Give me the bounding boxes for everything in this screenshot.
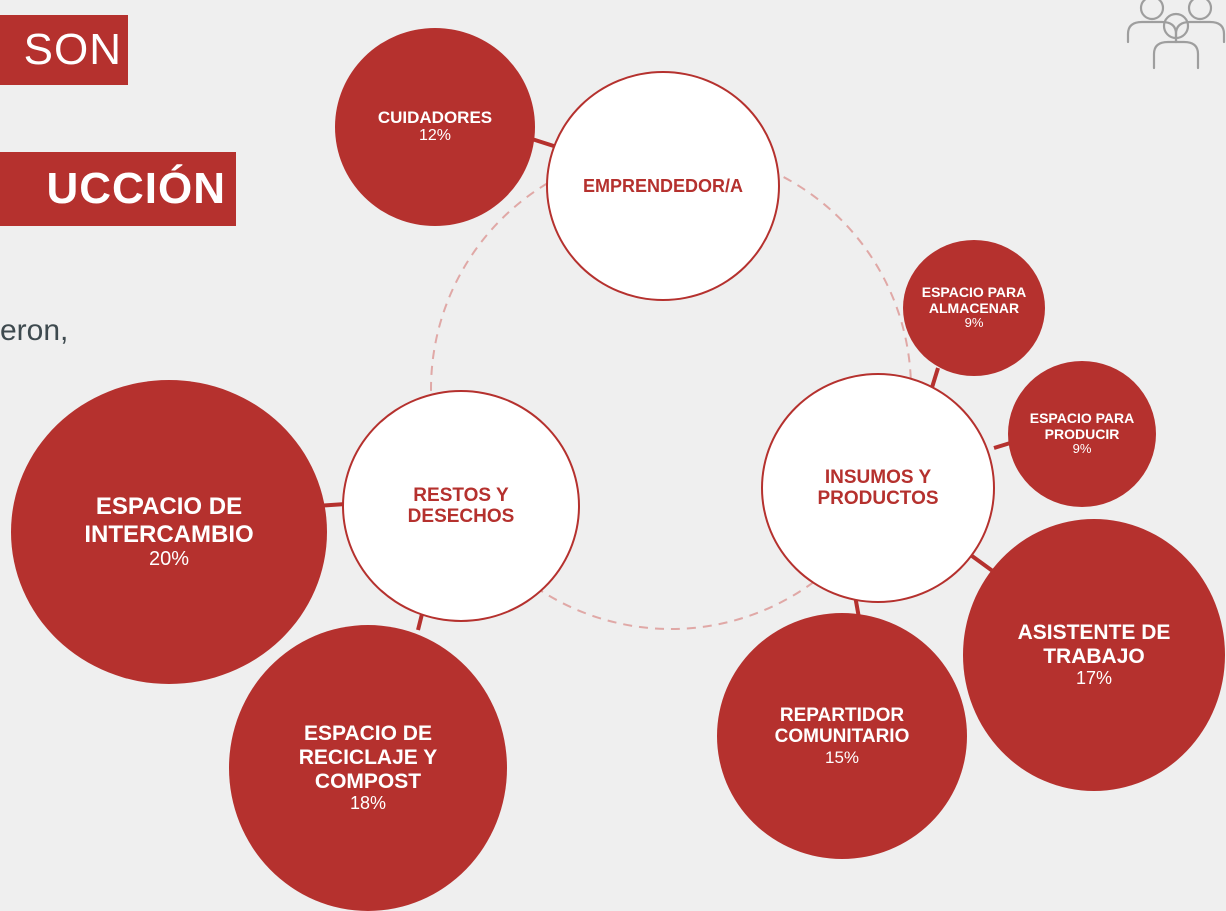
hub-insumos: INSUMOS Y PRODUCTOS <box>761 373 995 603</box>
role-intercambio: ESPACIO DE INTERCAMBIO 20% <box>11 380 327 684</box>
role-cuidadores: CUIDADORES 12% <box>335 28 535 226</box>
role-percent: 17% <box>1075 668 1113 689</box>
role-producir: ESPACIO PARA PRODUCIR 9% <box>1008 361 1156 507</box>
role-label: CUIDADORES <box>377 108 493 128</box>
role-percent: 9% <box>1072 441 1092 457</box>
role-label: REPARTIDOR COMUNITARIO <box>774 704 910 748</box>
role-repartidor: REPARTIDOR COMUNITARIO 15% <box>717 613 967 859</box>
role-percent: 9% <box>964 315 984 331</box>
role-asistente: ASISTENTE DE TRABAJO 17% <box>963 519 1225 791</box>
role-percent: 20% <box>148 547 190 570</box>
role-percent: 15% <box>824 747 860 767</box>
section-title: UCCIÓN <box>0 152 236 226</box>
role-label: ASISTENTE DE TRABAJO <box>1017 620 1171 668</box>
hub-label: INSUMOS Y PRODUCTOS <box>817 466 939 509</box>
role-percent: 12% <box>418 127 452 145</box>
role-label: ESPACIO PARA ALMACENAR <box>921 283 1027 316</box>
role-percent: 18% <box>349 793 387 814</box>
hub-label: RESTOS Y DESECHOS <box>407 484 515 527</box>
role-almacenar: ESPACIO PARA ALMACENAR 9% <box>903 240 1045 376</box>
hub-emprendedor: EMPRENDEDOR/A <box>546 71 780 301</box>
hub-restos: RESTOS Y DESECHOS <box>342 390 580 622</box>
role-label: ESPACIO PARA PRODUCIR <box>1029 409 1135 442</box>
section-tag: SON <box>0 15 128 85</box>
people-group-icon <box>1126 0 1226 70</box>
role-label: ESPACIO DE INTERCAMBIO <box>84 493 254 548</box>
role-label: ESPACIO DE RECICLAJE Y COMPOST <box>298 722 438 793</box>
body-text-fragment: eron, <box>0 314 69 347</box>
hub-label: EMPRENDEDOR/A <box>582 175 743 196</box>
role-reciclaje: ESPACIO DE RECICLAJE Y COMPOST 18% <box>229 625 507 911</box>
link-asistente <box>970 554 996 574</box>
